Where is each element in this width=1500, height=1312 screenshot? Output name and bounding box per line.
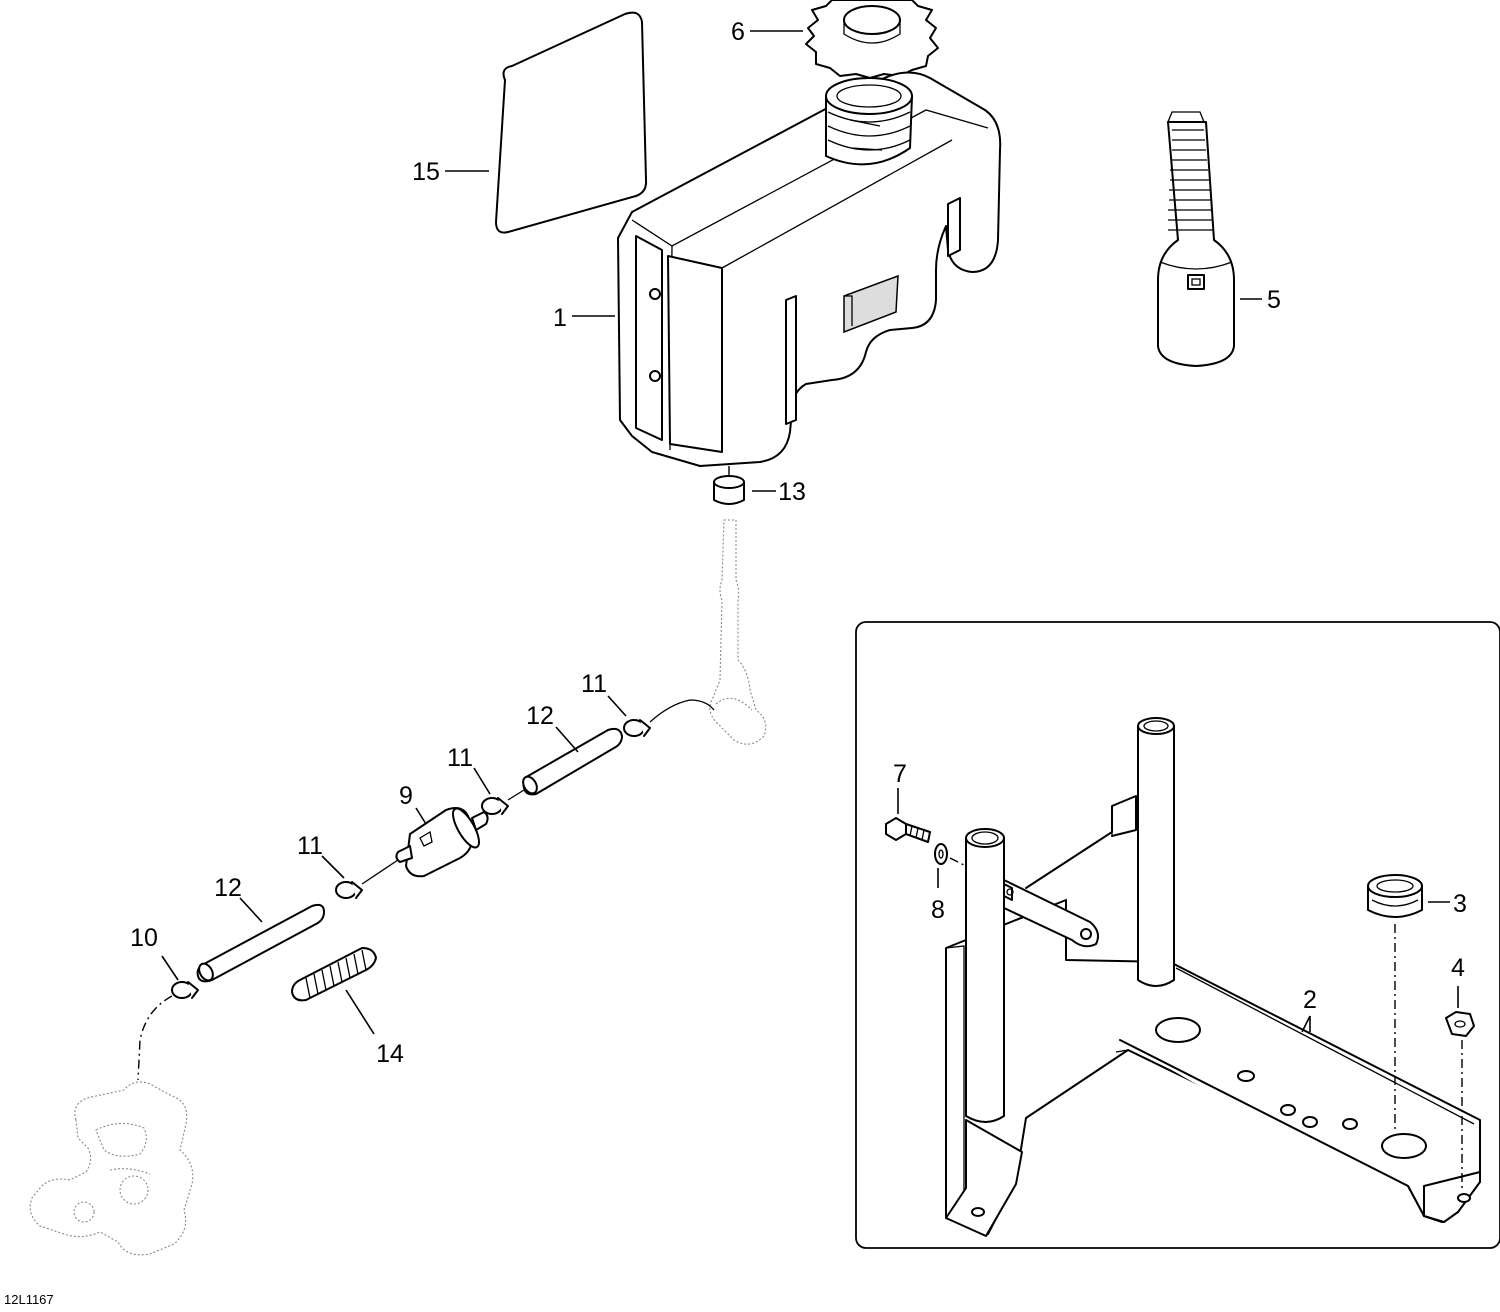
part-8-washer[interactable] — [934, 843, 948, 865]
part-7-bolt[interactable] — [885, 817, 931, 843]
callout-13: 13 — [778, 478, 806, 506]
callout-9: 9 — [399, 782, 413, 810]
part-11-clamp-lower[interactable] — [335, 881, 363, 899]
callout-8: 8 — [931, 896, 945, 924]
part-6-cap[interactable] — [805, 0, 939, 79]
callout-14: 14 — [376, 1040, 404, 1068]
part-15-decal[interactable] — [495, 11, 648, 234]
callout-1: 1 — [553, 304, 567, 332]
callout-4: 4 — [1451, 954, 1465, 982]
part-10-clamp[interactable] — [171, 981, 199, 999]
diagram-code: 12L1167 — [4, 1292, 54, 1307]
part-3-grommet[interactable] — [1367, 874, 1423, 918]
part-13-grommet[interactable] — [713, 475, 745, 505]
ghost-outlet-fitting — [709, 519, 767, 745]
part-5-oil-bottle[interactable] — [1157, 111, 1235, 367]
callout-3: 3 — [1453, 890, 1467, 918]
callout-6: 6 — [731, 18, 745, 46]
part-14-hose-protector[interactable] — [291, 947, 377, 1002]
callout-2: 2 — [1303, 986, 1317, 1014]
callout-15: 15 — [412, 158, 440, 186]
ghost-oil-pump — [29, 1081, 194, 1256]
part-12-hose-top[interactable] — [520, 727, 623, 796]
callout-11-lower: 11 — [297, 832, 323, 860]
part-4-nut[interactable] — [1445, 1011, 1475, 1037]
callout-12-top: 12 — [526, 702, 554, 730]
callout-12-lower: 12 — [214, 874, 242, 902]
callout-10: 10 — [130, 924, 158, 952]
callout-11-top: 11 — [581, 670, 607, 698]
part-9-fuel-filter[interactable] — [395, 805, 489, 878]
part-11-clamp-top[interactable] — [623, 719, 651, 737]
part-1-oil-tank[interactable] — [617, 71, 1002, 467]
callout-5: 5 — [1267, 286, 1281, 314]
part-11-clamp-middle[interactable] — [481, 797, 509, 815]
callout-7: 7 — [893, 760, 907, 788]
part-2-bracket[interactable] — [945, 717, 1481, 1237]
part-12-hose-lower[interactable] — [196, 903, 325, 983]
callout-11-middle: 11 — [447, 744, 473, 772]
